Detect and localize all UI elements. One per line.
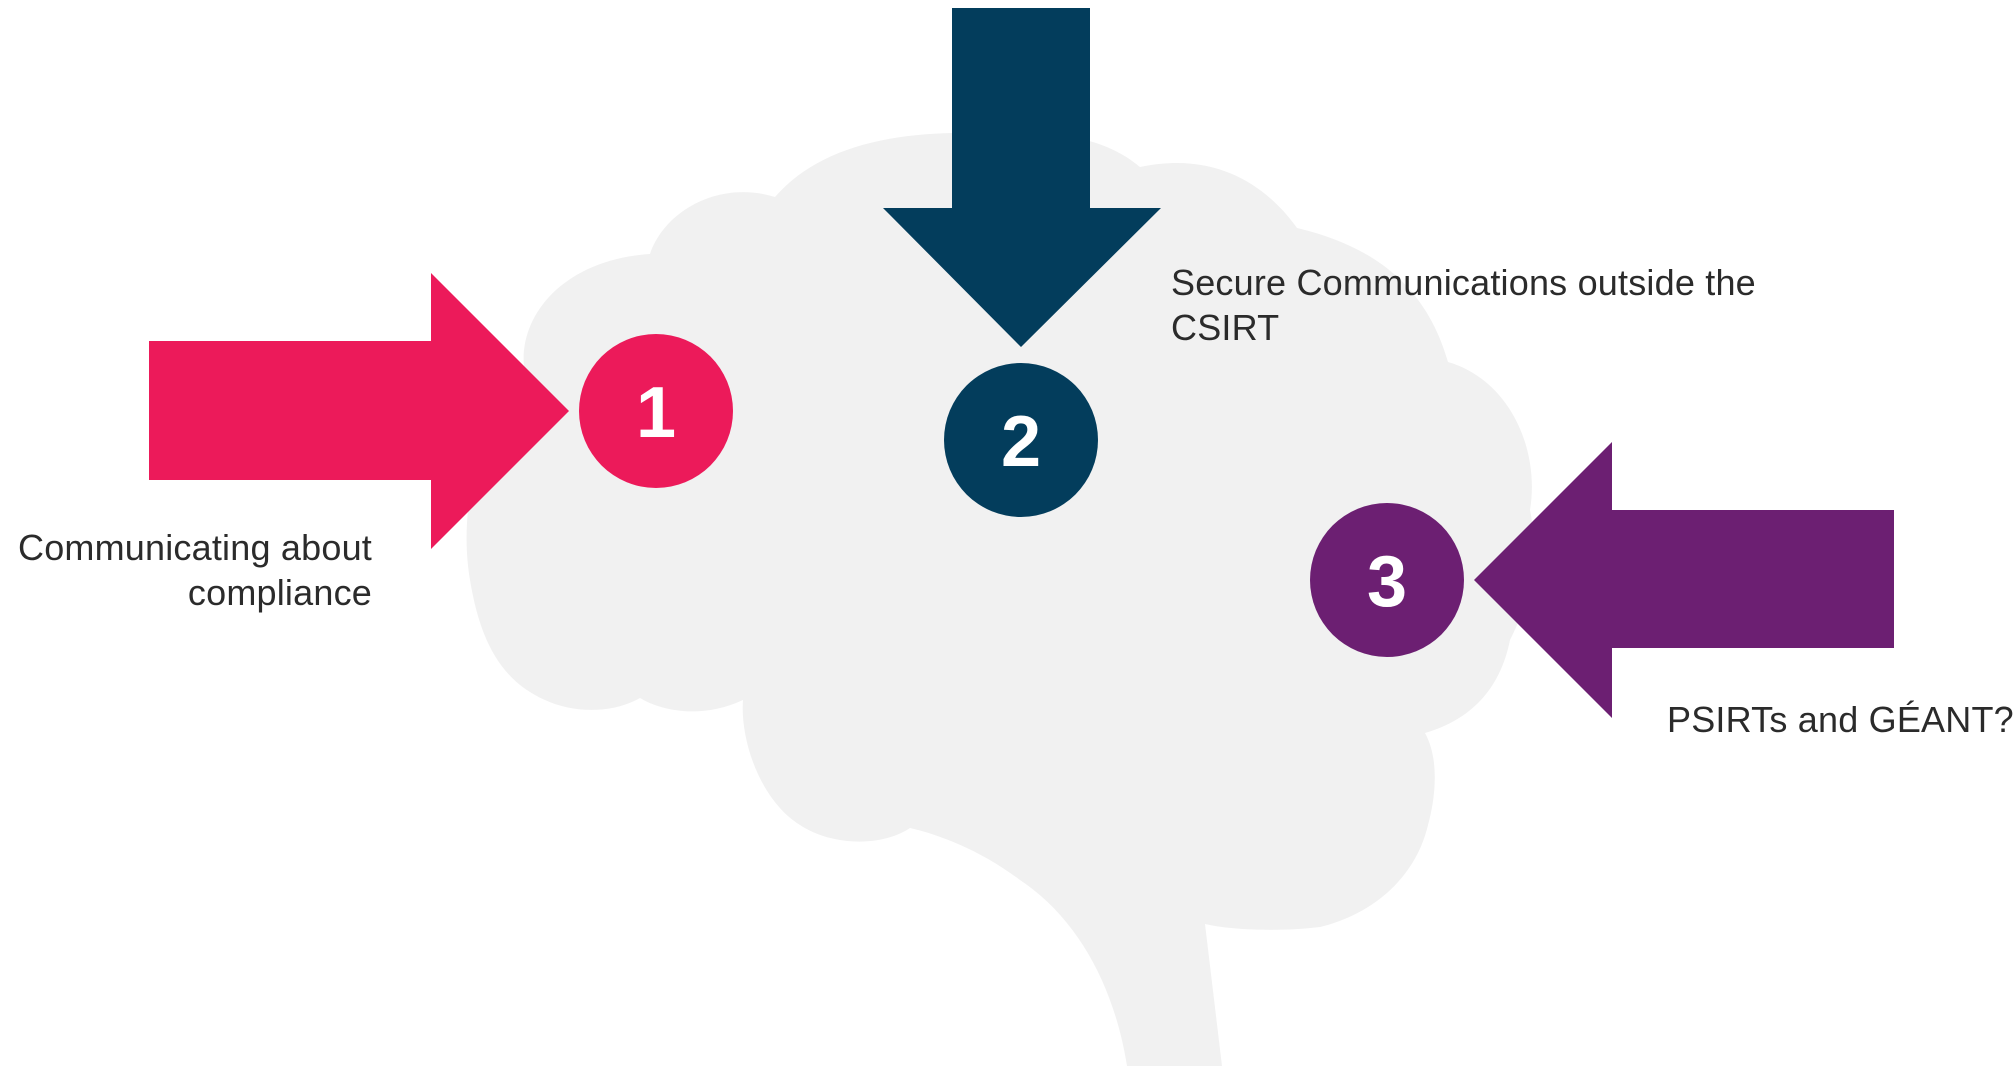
- arrow-down-2: [883, 8, 1161, 347]
- caption-3-line-1: PSIRTs and GÉANT?: [1667, 699, 2014, 740]
- badge-2: [944, 363, 1098, 517]
- caption-3: PSIRTs and GÉANT?: [1667, 697, 2014, 742]
- arrow-right-1: [149, 273, 569, 549]
- badge-1: [579, 334, 733, 488]
- brain-silhouette: [466, 132, 1534, 1066]
- badge-3: [1310, 503, 1464, 657]
- caption-1-line-2: compliance: [187, 572, 372, 613]
- badge-3-number: 3: [1367, 542, 1407, 622]
- item-1-group: 1: [149, 273, 733, 549]
- caption-2: Secure Communications outside the CSIRT: [1171, 260, 1756, 350]
- badge-1-number: 1: [636, 373, 676, 453]
- badge-2-number: 2: [1001, 402, 1041, 482]
- caption-2-line-2: CSIRT: [1171, 307, 1280, 348]
- arrow-left-3: [1474, 442, 1894, 718]
- caption-1-line-1: Communicating about: [18, 527, 372, 568]
- item-2-group: 2: [883, 8, 1161, 517]
- caption-2-line-1: Secure Communications outside the: [1171, 262, 1756, 303]
- brain-shape: [466, 132, 1534, 1066]
- item-3-group: 3: [1310, 442, 1894, 718]
- caption-1: Communicating about compliance: [18, 525, 372, 615]
